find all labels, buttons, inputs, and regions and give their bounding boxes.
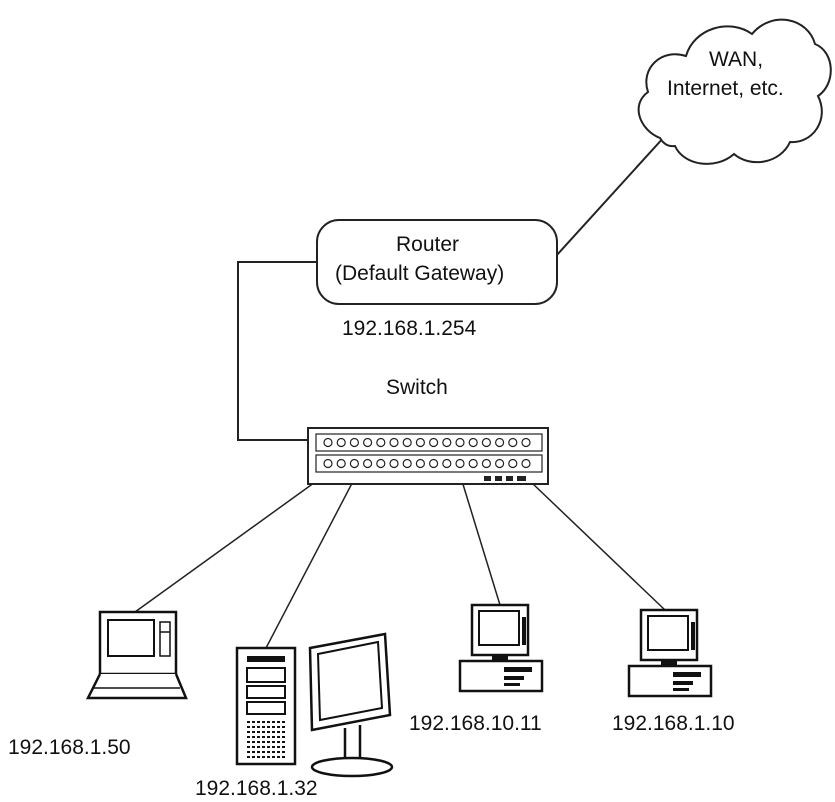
switch-port (508, 437, 518, 448)
switch-port (521, 458, 531, 469)
tower-computer-icon (235, 646, 297, 766)
switch-port (349, 437, 359, 448)
desktop-computer-icon (627, 608, 713, 698)
switch-port (376, 437, 386, 448)
switch-port (495, 437, 505, 448)
laptop-icon (85, 610, 188, 700)
router-sublabel: (Default Gateway) (335, 262, 505, 285)
cloud-label-line2: Internet, etc. (667, 77, 784, 100)
switch-ports (323, 437, 531, 469)
wire-switch-tower (265, 467, 361, 649)
desktop-a-ip-label: 192.168.10.11 (409, 712, 542, 735)
switch-port (389, 437, 399, 448)
wire-router-wan (555, 135, 666, 257)
desktop-b-ip-label: 192.168.1.10 (612, 712, 735, 735)
switch-port (508, 458, 518, 469)
switch-port (442, 458, 452, 469)
switch-port (376, 458, 386, 469)
switch-port (389, 458, 399, 469)
switch-port (495, 458, 505, 469)
switch-port (363, 437, 373, 448)
switch-port (402, 437, 412, 448)
switch-port (442, 437, 452, 448)
router-box (316, 219, 558, 305)
switch-port (323, 458, 333, 469)
router-label: Router (396, 233, 460, 256)
switch-device (307, 427, 549, 485)
wire-switch-desktop-a (457, 467, 501, 606)
desktop-computer-icon (458, 603, 544, 693)
switch-port (481, 437, 491, 448)
switch-port (415, 458, 425, 469)
switch-port (455, 437, 465, 448)
switch-port (363, 458, 373, 469)
switch-port (455, 458, 465, 469)
switch-port (468, 437, 478, 448)
wire-switch-laptop (134, 479, 319, 613)
switch-port (415, 437, 425, 448)
switch-label: Switch (386, 376, 448, 399)
laptop-ip-label: 192.168.1.50 (8, 736, 131, 759)
switch-port (323, 437, 333, 448)
switch-port (481, 458, 491, 469)
wire-switch-desktop-b (531, 482, 666, 611)
cloud-label-line1: WAN, (709, 48, 764, 71)
switch-port (349, 458, 359, 469)
wire-router-switch (237, 261, 345, 441)
wan-cloud-shape (637, 18, 832, 165)
tower-ip-label: 192.168.1.32 (195, 777, 318, 800)
switch-port (336, 437, 346, 448)
switch-port (429, 437, 439, 448)
switch-port (429, 458, 439, 469)
switch-port (336, 458, 346, 469)
monitor-icon (308, 632, 394, 778)
switch-port (521, 437, 531, 448)
switch-port (402, 458, 412, 469)
switch-port (468, 458, 478, 469)
connections (134, 135, 666, 649)
router-ip-label: 192.168.1.254 (342, 317, 477, 340)
